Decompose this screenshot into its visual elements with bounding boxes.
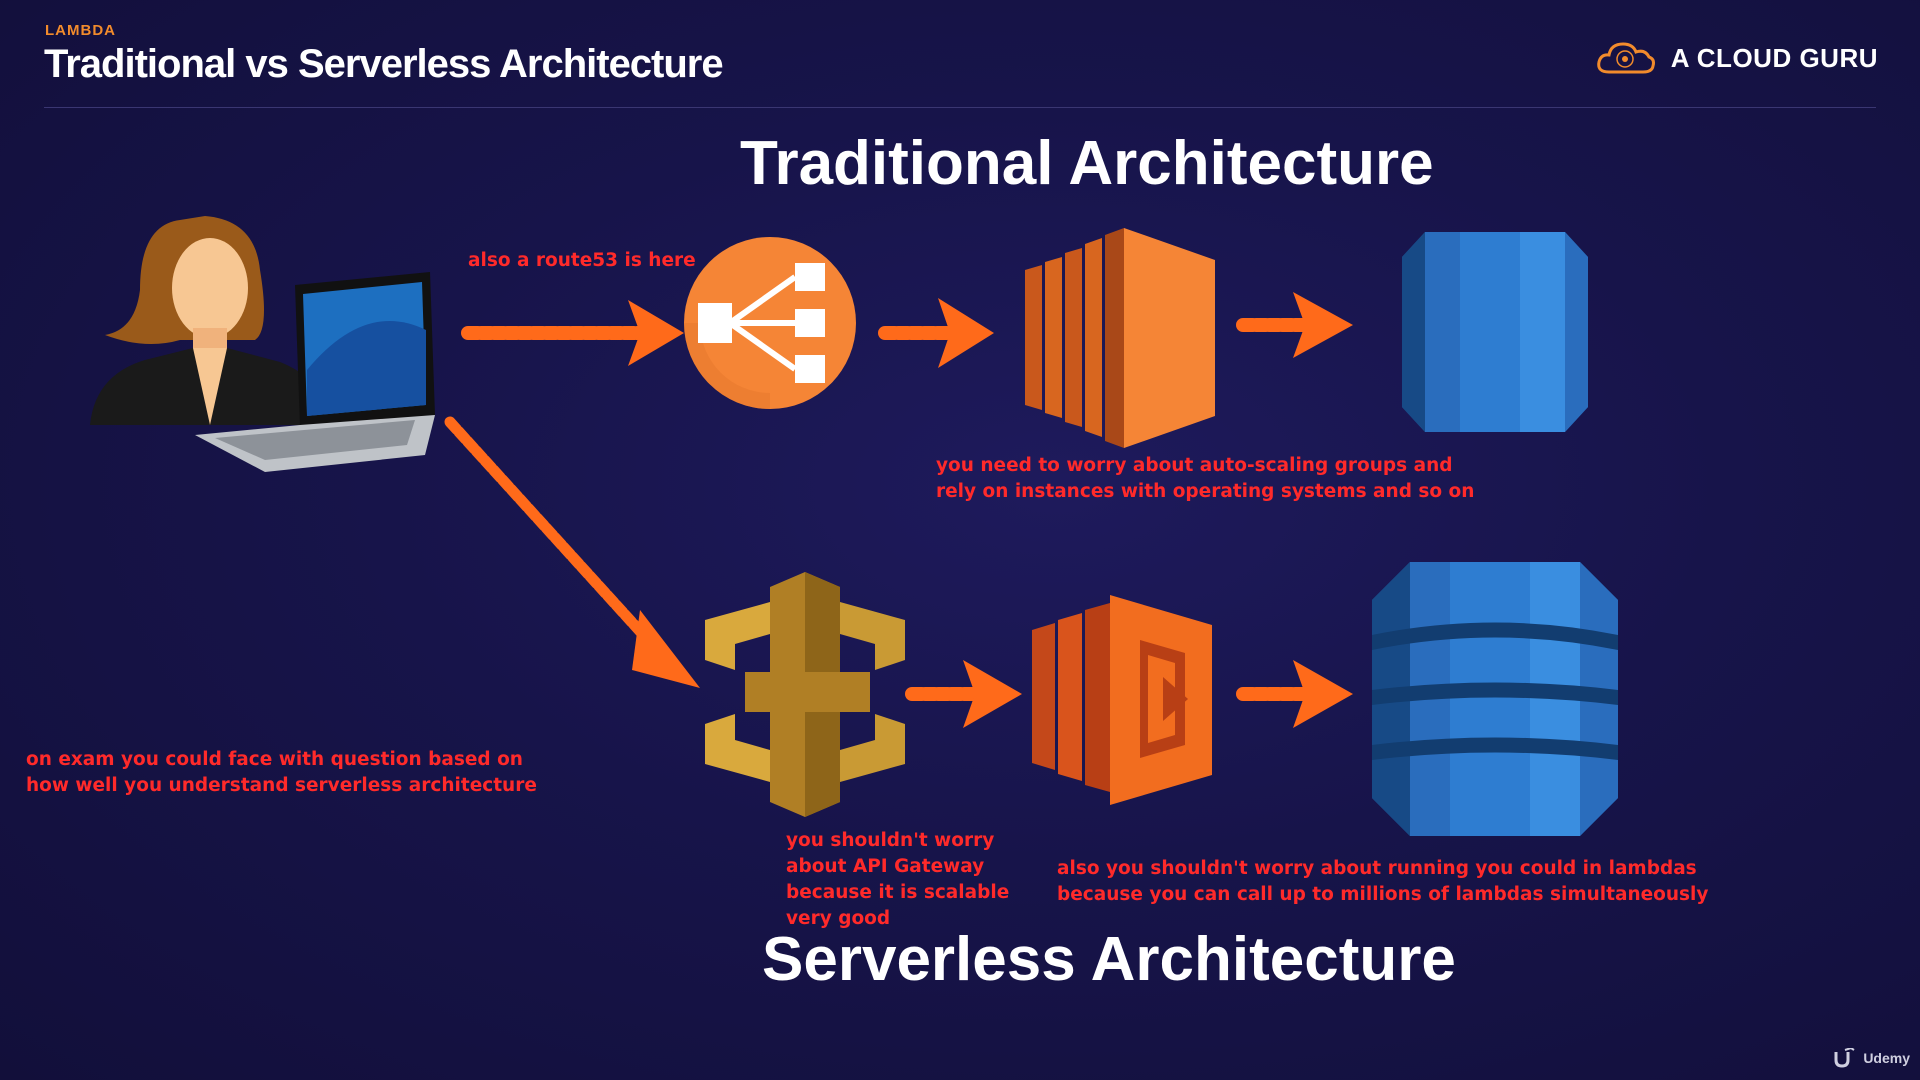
note-apigw-line3: because it is scalable <box>786 882 1010 903</box>
note-apigw-line1: you shouldn't worry <box>786 830 995 851</box>
dynamodb-icon <box>1372 562 1618 836</box>
udemy-label: Udemy <box>1863 1050 1910 1066</box>
arrow-user-to-apigw <box>444 416 700 688</box>
arrow-ec2-to-rds <box>1236 292 1353 358</box>
ec2-instances-icon <box>1025 228 1215 448</box>
lambda-icon <box>1032 595 1212 805</box>
arrow-elb-to-ec2 <box>878 298 994 368</box>
udemy-watermark: Udemy <box>1833 1048 1910 1068</box>
load-balancer-icon <box>684 237 856 409</box>
api-gateway-icon <box>705 572 905 817</box>
note-autoscaling: you need to worry about auto-scaling gro… <box>936 453 1474 505</box>
arrow-lambda-to-dynamodb <box>1236 660 1353 728</box>
note-apigw-line4: very good <box>786 908 891 929</box>
arrow-apigw-to-lambda <box>905 660 1022 728</box>
note-apigw: you shouldn't worry about API Gateway be… <box>786 828 1009 932</box>
cloud-logo-icon <box>1596 42 1655 74</box>
note-route53: also a route53 is here <box>468 250 696 271</box>
udemy-logo-icon <box>1834 1048 1855 1068</box>
note-lambda: also you shouldn't worry about running y… <box>1057 856 1708 908</box>
note-exam-line2: how well you understand serverless archi… <box>26 775 537 796</box>
note-exam-line1: on exam you could face with question bas… <box>26 749 523 770</box>
note-lambda-line2: because you can call up to millions of l… <box>1057 884 1709 905</box>
note-autoscaling-line1: you need to worry about auto-scaling gro… <box>936 455 1453 476</box>
note-exam: on exam you could face with question bas… <box>26 747 537 799</box>
header-divider <box>44 107 1876 108</box>
note-apigw-line2: about API Gateway <box>786 856 985 877</box>
brand-name: A CLOUD GURU <box>1670 42 1878 73</box>
brand-logo: A CLOUD GURU <box>1595 38 1878 78</box>
note-lambda-line1: also you shouldn't worry about running y… <box>1057 858 1697 879</box>
section-kicker: LAMBDA <box>45 22 116 39</box>
traditional-architecture-title: Traditional Architecture <box>740 129 1434 198</box>
note-autoscaling-line2: rely on instances with operating systems… <box>936 481 1475 502</box>
user-with-laptop-icon <box>90 216 435 472</box>
serverless-architecture-title: Serverless Architecture <box>762 925 1456 994</box>
slide-title: Traditional vs Serverless Architecture <box>44 42 724 86</box>
rds-database-icon <box>1402 232 1588 432</box>
arrow-user-to-elb <box>461 300 684 366</box>
